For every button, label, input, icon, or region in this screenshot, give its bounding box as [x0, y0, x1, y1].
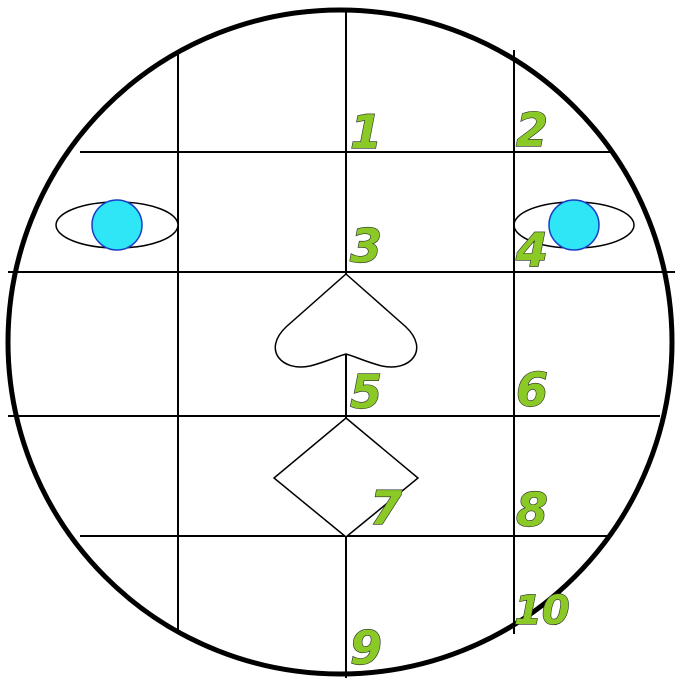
- left-eye-pupil: [92, 200, 142, 250]
- label-3: 3: [350, 219, 382, 273]
- label-4: 4: [515, 223, 548, 277]
- label-10: 10: [514, 588, 570, 634]
- left-eye: [56, 200, 178, 250]
- label-7: 7: [370, 481, 402, 535]
- nose-heart-shape: [275, 274, 416, 367]
- label-8: 8: [516, 483, 548, 537]
- label-6: 6: [516, 363, 548, 417]
- label-9: 9: [350, 621, 382, 675]
- right-eye-pupil: [549, 200, 599, 250]
- label-2: 2: [516, 103, 548, 157]
- label-5: 5: [350, 365, 382, 419]
- number-labels: 1 2 3 5 6 7 8 9 10: [350, 103, 570, 675]
- label-1: 1: [350, 105, 382, 159]
